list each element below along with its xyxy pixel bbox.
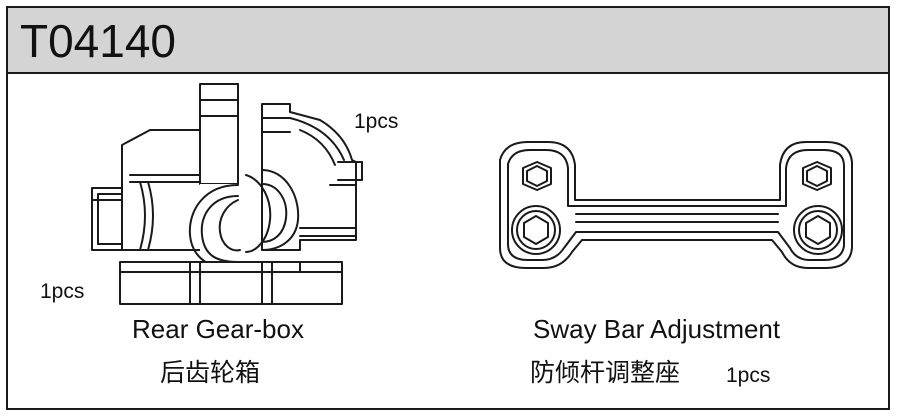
swaybar-name-cn: 防倾杆调整座 (530, 358, 681, 387)
gearbox-name-cn: 后齿轮箱 (160, 358, 261, 387)
swaybar-name-en: Sway Bar Adjustment (533, 314, 781, 344)
gearbox-qty-top: 1pcs (354, 110, 399, 133)
gearbox-name-en: Rear Gear-box (132, 314, 304, 344)
gearbox-qty-bottom: 1pcs (40, 280, 85, 303)
swaybar-qty: 1pcs (726, 364, 771, 387)
header-bar: T04140 (8, 8, 888, 74)
sway-bar-adjustment-drawing (499, 141, 853, 269)
part-number: T04140 (20, 15, 177, 67)
rear-gearbox-drawing (91, 83, 363, 305)
